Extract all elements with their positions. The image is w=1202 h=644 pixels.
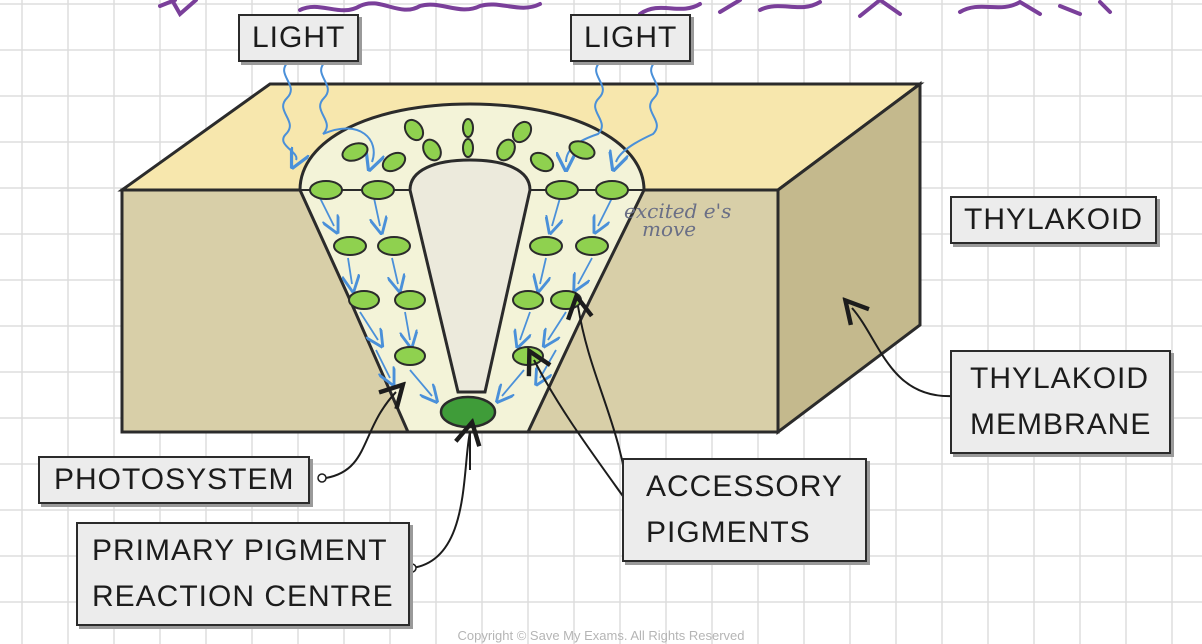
light-label-right: LIGHT [570, 14, 692, 62]
handwritten-note: excited e's move [624, 199, 732, 241]
photosystem-inner-cavity [408, 158, 532, 394]
copyright-text: Copyright © Save My Exams. All Rights Re… [457, 628, 745, 643]
primary-pigment-line-1: PRIMARY PIGMENT [92, 534, 388, 567]
energy-transfer-arrows [319, 197, 613, 396]
handwritten-note-line-2: move [642, 217, 697, 241]
accessory-pigments-line-1: ACCESSORY [646, 470, 843, 503]
reaction-centre [439, 395, 497, 429]
accessory-pigments [309, 118, 629, 366]
handwritten-note-line-1: excited e's [624, 199, 732, 223]
thylakoid-label: THYLAKOID [950, 196, 1158, 244]
light-label-left: LIGHT [238, 14, 360, 62]
accessory-pigments-line-2: PIGMENTS [646, 516, 811, 549]
primary-pigment-label: PRIMARY PIGMENT REACTION CENTRE [76, 522, 410, 626]
primary-pigment-line-2: REACTION CENTRE [92, 580, 394, 613]
accessory-pigments-label: ACCESSORY PIGMENTS [622, 458, 867, 562]
thylakoid-membrane-line-2: MEMBRANE [970, 408, 1152, 441]
handwritten-title-scribble [158, 0, 1112, 18]
thylakoid-membrane-label: THYLAKOID MEMBRANE [950, 350, 1172, 454]
thylakoid-membrane-line-1: THYLAKOID [970, 362, 1150, 395]
photosystem-label: PHOTOSYSTEM [38, 456, 311, 504]
